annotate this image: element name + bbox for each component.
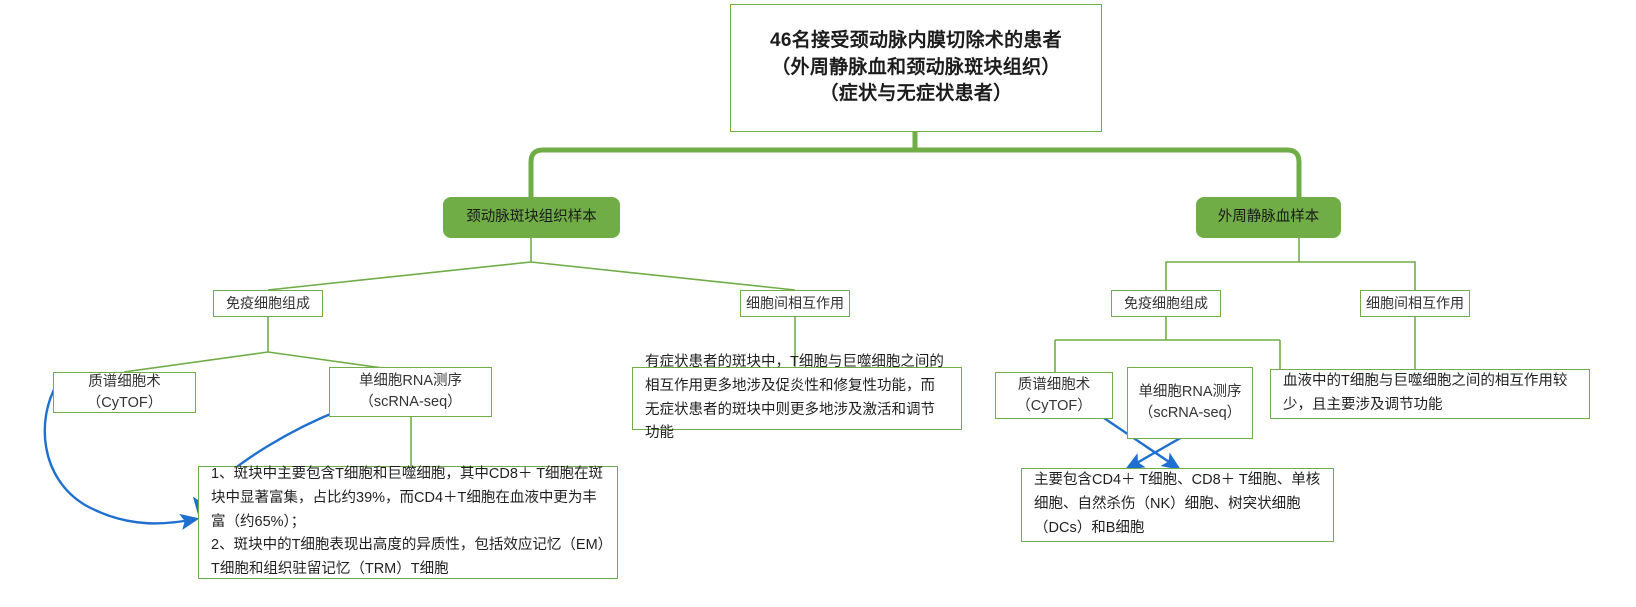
category-node-plaque-cell-interaction[interactable]: 细胞间相互作用 bbox=[740, 290, 850, 317]
finding-node-plaque-immune-text: 1、斑块中主要包含T细胞和巨噬细胞，其中CD8＋ T细胞在斑块中显著富集，占比约… bbox=[211, 465, 605, 578]
category-node-blood-cell-interaction[interactable]: 细胞间相互作用 bbox=[1360, 290, 1470, 317]
sample-node-peripheral-blood-label: 外周静脉血样本 bbox=[1217, 209, 1320, 226]
finding-node-plaque-immune[interactable]: 1、斑块中主要包含T细胞和巨噬细胞，其中CD8＋ T细胞在斑块中显著富集，占比约… bbox=[198, 466, 618, 579]
edge-right-to-interaction bbox=[1299, 261, 1416, 290]
finding-node-blood-interaction-text: 血液中的T细胞与巨噬细胞之间的相互作用较少，且主要涉及调节功能 bbox=[1283, 373, 1568, 413]
edge-root-spine bbox=[528, 147, 1302, 197]
sample-node-plaque-tissue[interactable]: 颈动脉斑块组织样本 bbox=[443, 197, 620, 238]
sample-node-plaque-tissue-label: 颈动脉斑块组织样本 bbox=[466, 209, 597, 226]
method-node-blood-scrnaseq[interactable]: 单细胞RNA测序 （scRNA-seq） bbox=[1127, 367, 1253, 439]
root-node-patient-cohort[interactable]: 46名接受颈动脉内膜切除术的患者 （外周静脉血和颈动脉斑块组织） （症状与无症状… bbox=[730, 4, 1102, 132]
category-node-blood-cell-interaction-label: 细胞间相互作用 bbox=[1366, 294, 1464, 311]
method-node-plaque-scrnaseq-label: 单细胞RNA测序 （scRNA-seq） bbox=[358, 373, 463, 410]
finding-node-blood-interaction[interactable]: 血液中的T细胞与巨噬细胞之间的相互作用较少，且主要涉及调节功能 bbox=[1270, 369, 1590, 419]
finding-node-plaque-interaction-text: 有症状患者的斑块中，T细胞与巨噬细胞之间的相互作用更多地涉及促炎性和修复性功能，… bbox=[645, 353, 944, 442]
method-node-blood-cytof[interactable]: 质谱细胞术 （CyTOF） bbox=[995, 372, 1113, 419]
method-node-plaque-cytof-label: 质谱细胞术 （CyTOF） bbox=[86, 373, 163, 411]
edge-left-immune-cytof bbox=[123, 351, 269, 373]
root-node-label: 46名接受颈动脉内膜切除术的患者 （外周静脉血和颈动脉斑块组织） （症状与无症状… bbox=[770, 29, 1062, 105]
category-node-plaque-immune-composition-label: 免疫细胞组成 bbox=[226, 294, 310, 311]
category-node-plaque-cell-interaction-label: 细胞间相互作用 bbox=[746, 294, 844, 311]
edge-right-to-immune bbox=[1165, 261, 1299, 290]
method-node-plaque-cytof[interactable]: 质谱细胞术 （CyTOF） bbox=[53, 372, 196, 413]
category-node-blood-immune-composition[interactable]: 免疫细胞组成 bbox=[1111, 290, 1221, 317]
category-node-plaque-immune-composition[interactable]: 免疫细胞组成 bbox=[213, 290, 323, 317]
edge-left-to-immune bbox=[267, 261, 532, 291]
method-node-blood-cytof-label: 质谱细胞术 （CyTOF） bbox=[1016, 376, 1092, 414]
method-node-blood-scrnaseq-label: 单细胞RNA测序 （scRNA-seq） bbox=[1138, 384, 1242, 421]
category-node-blood-immune-composition-label: 免疫细胞组成 bbox=[1124, 294, 1208, 311]
edge-left-to-interaction bbox=[530, 261, 796, 291]
finding-node-plaque-interaction[interactable]: 有症状患者的斑块中，T细胞与巨噬细胞之间的相互作用更多地涉及促炎性和修复性功能，… bbox=[632, 354, 962, 441]
method-node-plaque-scrnaseq[interactable]: 单细胞RNA测序 （scRNA-seq） bbox=[329, 367, 492, 417]
finding-node-blood-immune-text: 主要包含CD4＋ T细胞、CD8＋ T细胞、单核细胞、自然杀伤（NK）细胞、树突… bbox=[1034, 472, 1321, 536]
finding-node-blood-immune[interactable]: 主要包含CD4＋ T细胞、CD8＋ T细胞、单核细胞、自然杀伤（NK）细胞、树突… bbox=[1021, 468, 1334, 542]
sample-node-peripheral-blood[interactable]: 外周静脉血样本 bbox=[1196, 197, 1341, 238]
